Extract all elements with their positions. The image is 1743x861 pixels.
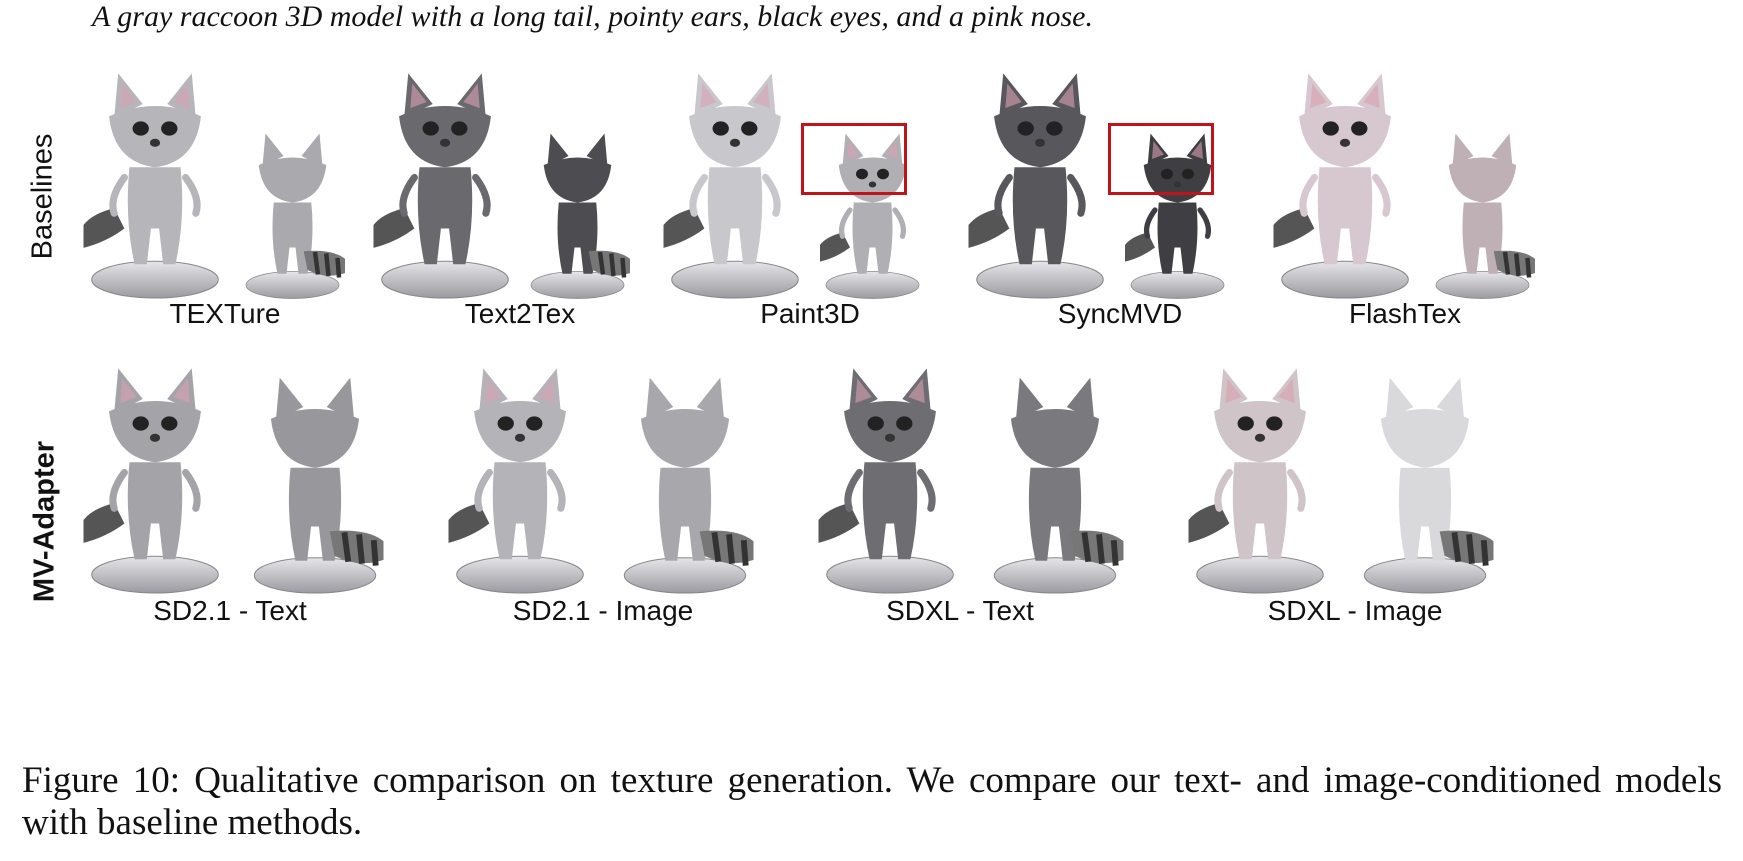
caption-syncmvd: SyncMVD: [1057, 298, 1183, 329]
figure-caption: Figure 10: Qualitative comparison on tex…: [22, 760, 1722, 843]
render-flashtex: [1265, 55, 1565, 300]
row-label-mv-adapter: MV-Adapter: [28, 440, 61, 603]
highlight-box: [1108, 123, 1214, 195]
render-sd21-image: [440, 350, 780, 595]
render-sd21-text: [75, 350, 405, 595]
caption-sdxl-image: SDXL - Image: [1267, 595, 1443, 626]
caption-sd21-text: SD2.1 - Text: [153, 595, 307, 626]
render-paint3d: [655, 55, 955, 300]
render-sdxl-image: [1180, 350, 1525, 595]
caption-texture: TEXTure: [169, 298, 281, 329]
caption-paint3d: Paint3D: [760, 298, 860, 329]
caption-sdxl-text: SDXL - Text: [886, 595, 1034, 626]
row-label-baselines: Baselines: [26, 133, 59, 260]
render-text2tex: [365, 55, 655, 300]
render-texture: [75, 55, 365, 300]
text-prompt: A gray raccoon 3D model with a long tail…: [92, 0, 1093, 33]
render-syncmvd: [960, 55, 1260, 300]
highlight-box: [801, 123, 907, 195]
caption-flashtex: FlashTex: [1348, 298, 1462, 329]
caption-text2tex: Text2Tex: [464, 298, 576, 329]
render-sdxl-text: [810, 350, 1150, 595]
caption-sd21-image: SD2.1 - Image: [512, 595, 694, 626]
